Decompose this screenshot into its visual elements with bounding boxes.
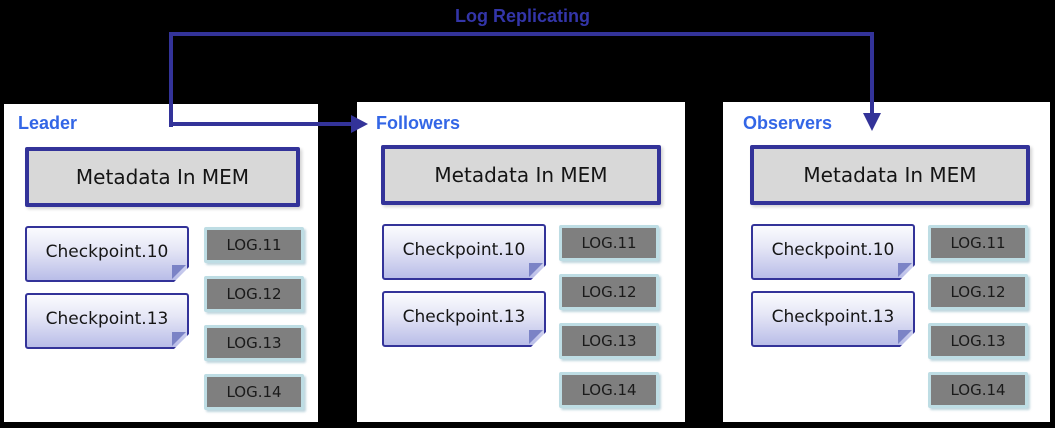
log-label: LOG.13	[226, 334, 282, 352]
log-replicating-label: Log Replicating	[455, 6, 590, 26]
checkpoint-note: Checkpoint.10	[751, 224, 915, 280]
log-label: LOG.11	[950, 234, 1006, 252]
log-label: LOG.14	[226, 383, 282, 401]
metadata-label: Metadata In MEM	[75, 165, 250, 189]
log-box: LOG.11	[204, 227, 304, 263]
checkpoint-label: Checkpoint.10	[402, 240, 526, 260]
log-box: LOG.13	[559, 323, 659, 359]
checkpoint-label: Checkpoint.10	[771, 240, 895, 260]
log-box: LOG.12	[559, 274, 659, 310]
log-box: LOG.12	[928, 274, 1028, 310]
checkpoint-label: Checkpoint.13	[402, 307, 526, 327]
checkpoint-label: Checkpoint.13	[45, 309, 169, 329]
log-box: LOG.13	[928, 323, 1028, 359]
log-label: LOG.12	[581, 283, 637, 301]
log-box: LOG.11	[928, 225, 1028, 261]
checkpoint-note: Checkpoint.13	[382, 291, 546, 347]
checkpoint-note: Checkpoint.13	[25, 293, 189, 349]
panel-leader-title: Leader	[18, 113, 78, 133]
metadata-box: Metadata In MEM	[25, 147, 300, 207]
checkpoint-label: Checkpoint.13	[771, 307, 895, 327]
log-box: LOG.12	[204, 276, 304, 312]
log-label: LOG.12	[950, 283, 1006, 301]
log-label: LOG.11	[226, 236, 282, 254]
panel-leader: Leader Metadata In MEM Checkpoint.10 Che…	[4, 104, 318, 422]
checkpoint-note: Checkpoint.10	[25, 226, 189, 282]
metadata-box: Metadata In MEM	[750, 145, 1030, 205]
checkpoint-label: Checkpoint.10	[45, 242, 169, 262]
panel-followers: Followers Metadata In MEM Checkpoint.10 …	[357, 102, 685, 422]
log-label: LOG.13	[950, 332, 1006, 350]
log-label: LOG.13	[581, 332, 637, 350]
log-label: LOG.14	[950, 381, 1006, 399]
log-box: LOG.11	[559, 225, 659, 261]
log-label: LOG.11	[581, 234, 637, 252]
metadata-box: Metadata In MEM	[381, 145, 661, 205]
log-box: LOG.14	[559, 372, 659, 408]
panel-observers: Observers Metadata In MEM Checkpoint.10 …	[723, 102, 1050, 422]
checkpoint-note: Checkpoint.13	[751, 291, 915, 347]
metadata-label: Metadata In MEM	[434, 163, 608, 187]
log-label: LOG.12	[226, 285, 282, 303]
metadata-label: Metadata In MEM	[803, 163, 977, 187]
log-box: LOG.13	[204, 325, 304, 361]
checkpoint-note: Checkpoint.10	[382, 224, 546, 280]
log-label: LOG.14	[581, 381, 637, 399]
panel-followers-title: Followers	[376, 113, 461, 133]
log-box: LOG.14	[928, 372, 1028, 408]
log-box: LOG.14	[204, 374, 304, 410]
panel-observers-title: Observers	[743, 113, 833, 133]
